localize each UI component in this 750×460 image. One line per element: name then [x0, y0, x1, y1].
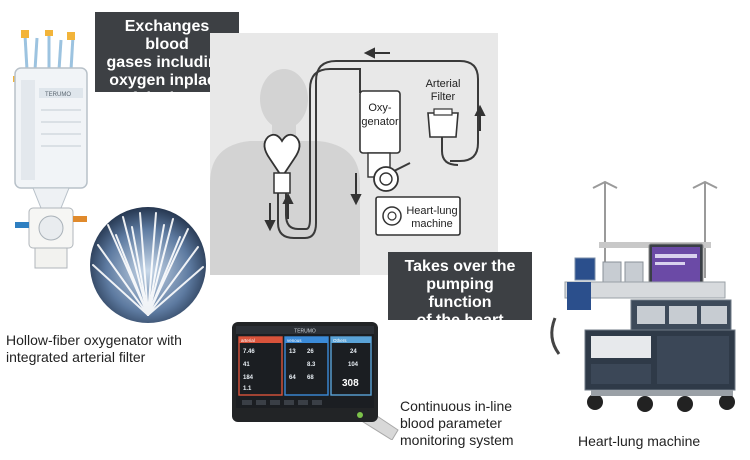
monitor-reading: 68 — [307, 375, 314, 381]
heart-lung-machine-illustration — [550, 180, 736, 412]
monitoring-caption: Continuous in-line blood parameter monit… — [400, 398, 540, 449]
svg-text:TERUMO: TERUMO — [45, 92, 71, 98]
callout-line: pumping function — [426, 276, 494, 311]
monitor-reading: 26 — [307, 349, 314, 355]
monitoring-tablet-illustration: TERUMO arterial venous Others 7.46 41 18… — [232, 322, 399, 440]
monitor-reading-large: 308 — [342, 378, 359, 389]
monitor-reading: 13 — [289, 349, 296, 355]
oxygenator-tubing — [23, 34, 75, 71]
caption-line: integrated arterial filter — [6, 349, 146, 365]
panel-header: Others — [333, 338, 347, 343]
heart-lung-machine-label: machine — [411, 218, 453, 230]
arterial-filter-label: Arterial — [426, 78, 461, 90]
heart-icon — [263, 133, 301, 179]
oxygenator-product-illustration: TERUMO — [13, 30, 88, 269]
oxygenator-label: Oxy- — [368, 102, 392, 114]
heart-lung-machine-label: Heart-lung — [406, 205, 457, 217]
monitor-reading: 8.3 — [307, 362, 316, 368]
arterial-filter-component — [427, 112, 459, 138]
caption-line: Continuous in-line — [400, 398, 513, 414]
oxygenator-label: genator — [361, 116, 399, 128]
callout-line: of the heart — [416, 312, 504, 329]
bypass-circuit-diagram: Oxy- genator Arterial Filter Heart-lung … — [210, 33, 498, 275]
monitor-reading: 104 — [348, 362, 359, 368]
callout-line: oxygen inplace — [109, 72, 225, 89]
flow-arrow-icon — [264, 47, 486, 232]
callout-line: gases including — [106, 54, 228, 71]
callout-line: Takes over the — [404, 258, 516, 275]
panel-header: venous — [287, 338, 302, 343]
hollow-fiber-closeup-image — [90, 207, 206, 323]
panel-header: arterial — [241, 338, 255, 343]
callout-line: of the lungs — [121, 90, 213, 107]
monitor-reading: 41 — [243, 362, 250, 368]
heart-lung-machine-component — [375, 196, 461, 236]
caption-line: monitoring system — [400, 432, 514, 448]
caption-line: blood parameter — [400, 415, 502, 431]
heart-function-callout: Takes over the pumping function of the h… — [388, 252, 532, 329]
monitor-reading: 184 — [243, 375, 254, 381]
monitor-reading: 64 — [289, 375, 296, 381]
monitor-brand: TERUMO — [294, 329, 316, 335]
arterial-filter-label: Filter — [431, 91, 456, 103]
caption-line: Hollow-fiber oxygenator with — [6, 332, 182, 348]
callout-line: Exchanges blood — [124, 18, 210, 53]
monitor-reading: 24 — [350, 349, 357, 355]
hollow-fiber-caption: Hollow-fiber oxygenator with integrated … — [6, 332, 211, 366]
monitor-reading: 7.46 — [243, 349, 255, 355]
monitor-reading: 1.1 — [243, 386, 252, 392]
heart-lung-machine-caption: Heart-lung machine — [578, 433, 701, 449]
